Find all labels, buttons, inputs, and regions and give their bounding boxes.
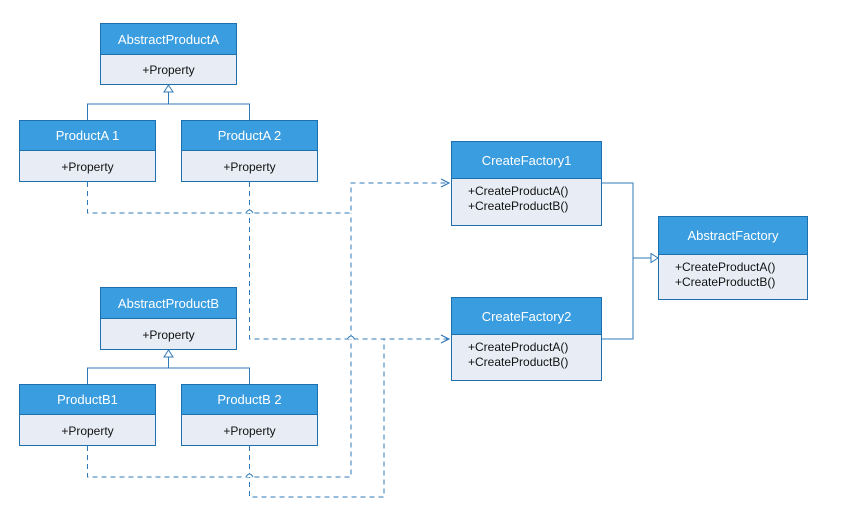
member-property: +Property <box>142 63 195 77</box>
class-name: AbstractProductB <box>101 288 236 319</box>
class-name: CreateFactory1 <box>452 142 601 179</box>
class-members: +CreateProductA() +CreateProductB() <box>452 335 601 370</box>
dependency-product-b2-to-factory2 <box>249 339 385 498</box>
class-name: ProductA 2 <box>182 121 317 151</box>
class-product-b2[interactable]: ProductB 2 +Property <box>181 384 318 446</box>
class-name: ProductB 2 <box>182 385 317 415</box>
class-abstract-product-a[interactable]: AbstractProductA +Property <box>100 23 237 85</box>
generalization-factories <box>602 182 659 340</box>
class-name: AbstractProductA <box>101 24 236 55</box>
class-members: +Property <box>20 415 155 446</box>
class-members: +Property <box>182 151 317 182</box>
class-abstract-factory[interactable]: AbstractFactory +CreateProductA() +Creat… <box>658 216 808 300</box>
member-property: +Property <box>61 423 114 438</box>
class-members: +CreateProductA() +CreateProductB() <box>452 179 601 214</box>
class-members: +Property <box>20 151 155 182</box>
member-create-product-b: +CreateProductB() <box>675 275 776 289</box>
class-members: +CreateProductA() +CreateProductB() <box>659 255 807 290</box>
member-create-product-a: +CreateProductA() <box>675 260 776 274</box>
member-property: +Property <box>223 159 276 174</box>
generalization-product-a <box>87 84 250 120</box>
generalization-product-b <box>87 349 250 384</box>
member-property: +Property <box>61 159 114 174</box>
class-product-a2[interactable]: ProductA 2 +Property <box>181 120 318 182</box>
dependency-product-a2-to-factory2 <box>249 182 450 339</box>
dependency-edges <box>87 182 450 498</box>
class-name: ProductA 1 <box>20 121 155 151</box>
dependency-product-a1-to-factory1 <box>87 182 450 214</box>
class-name: ProductB1 <box>20 385 155 415</box>
class-members: +Property <box>182 415 317 446</box>
class-name: AbstractFactory <box>659 217 807 255</box>
class-abstract-product-b[interactable]: AbstractProductB +Property <box>100 287 237 350</box>
dependency-product-b1-to-factory1 <box>87 213 352 478</box>
class-product-a1[interactable]: ProductA 1 +Property <box>19 120 156 182</box>
member-property: +Property <box>223 423 276 438</box>
class-members: +Property <box>101 55 236 85</box>
class-product-b1[interactable]: ProductB1 +Property <box>19 384 156 446</box>
member-create-product-b: +CreateProductB() <box>468 199 569 213</box>
member-property: +Property <box>142 327 195 342</box>
class-create-factory-2[interactable]: CreateFactory2 +CreateProductA() +Create… <box>451 297 602 381</box>
class-members: +Property <box>101 319 236 350</box>
class-name: CreateFactory2 <box>452 298 601 335</box>
class-create-factory-1[interactable]: CreateFactory1 +CreateProductA() +Create… <box>451 141 602 226</box>
member-create-product-a: +CreateProductA() <box>468 184 569 198</box>
member-create-product-b: +CreateProductB() <box>468 355 569 369</box>
member-create-product-a: +CreateProductA() <box>468 340 569 354</box>
line-jumps <box>245 209 355 478</box>
